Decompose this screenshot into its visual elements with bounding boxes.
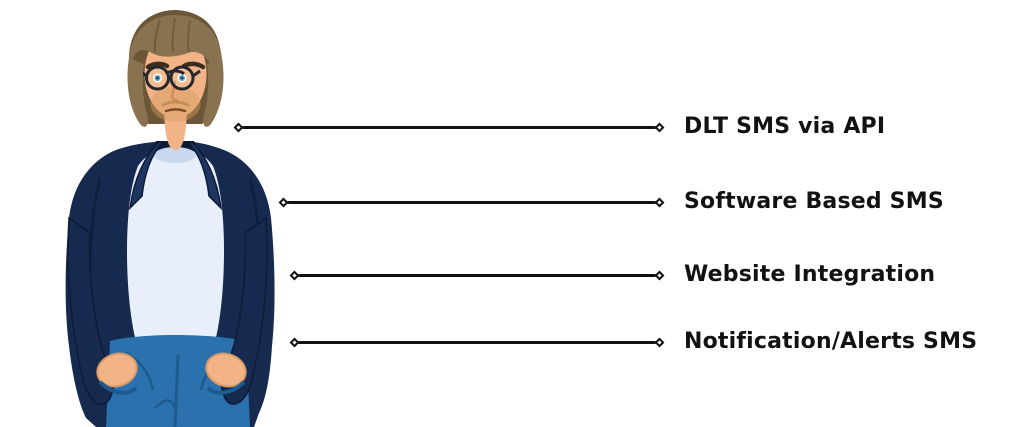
service-label-dlt-sms-via-api: DLT SMS via API	[684, 114, 886, 139]
man-illustration	[65, 10, 275, 427]
connector-row-3	[289, 269, 665, 281]
man-glasses	[139, 65, 201, 91]
connector-line	[297, 340, 657, 344]
connector-line	[286, 200, 657, 204]
man-hair-front	[127, 15, 224, 127]
diamond-endpoint-right	[654, 122, 665, 132]
connector-line	[241, 125, 657, 129]
diamond-endpoint-left	[289, 270, 300, 280]
connector-row-2	[278, 196, 665, 208]
connector-row-1	[233, 121, 665, 133]
man-lapels	[128, 141, 223, 211]
man-shirt	[127, 147, 224, 356]
diamond-endpoint-right	[654, 270, 665, 280]
diamond-endpoint-left	[278, 197, 289, 207]
service-label-software-based-sms: Software Based SMS	[684, 189, 944, 214]
diamond-endpoint-left	[289, 337, 300, 347]
stubble-beard	[150, 86, 201, 122]
diamond-endpoint-left	[233, 122, 244, 132]
diamond-endpoint-right	[654, 337, 665, 347]
connector-line	[297, 273, 657, 277]
connector-row-4	[289, 336, 665, 348]
man-hands	[96, 352, 247, 395]
service-label-notification-alerts-sms: Notification/Alerts SMS	[684, 329, 978, 354]
service-label-website-integration: Website Integration	[684, 262, 936, 287]
diamond-endpoint-right	[654, 197, 665, 207]
